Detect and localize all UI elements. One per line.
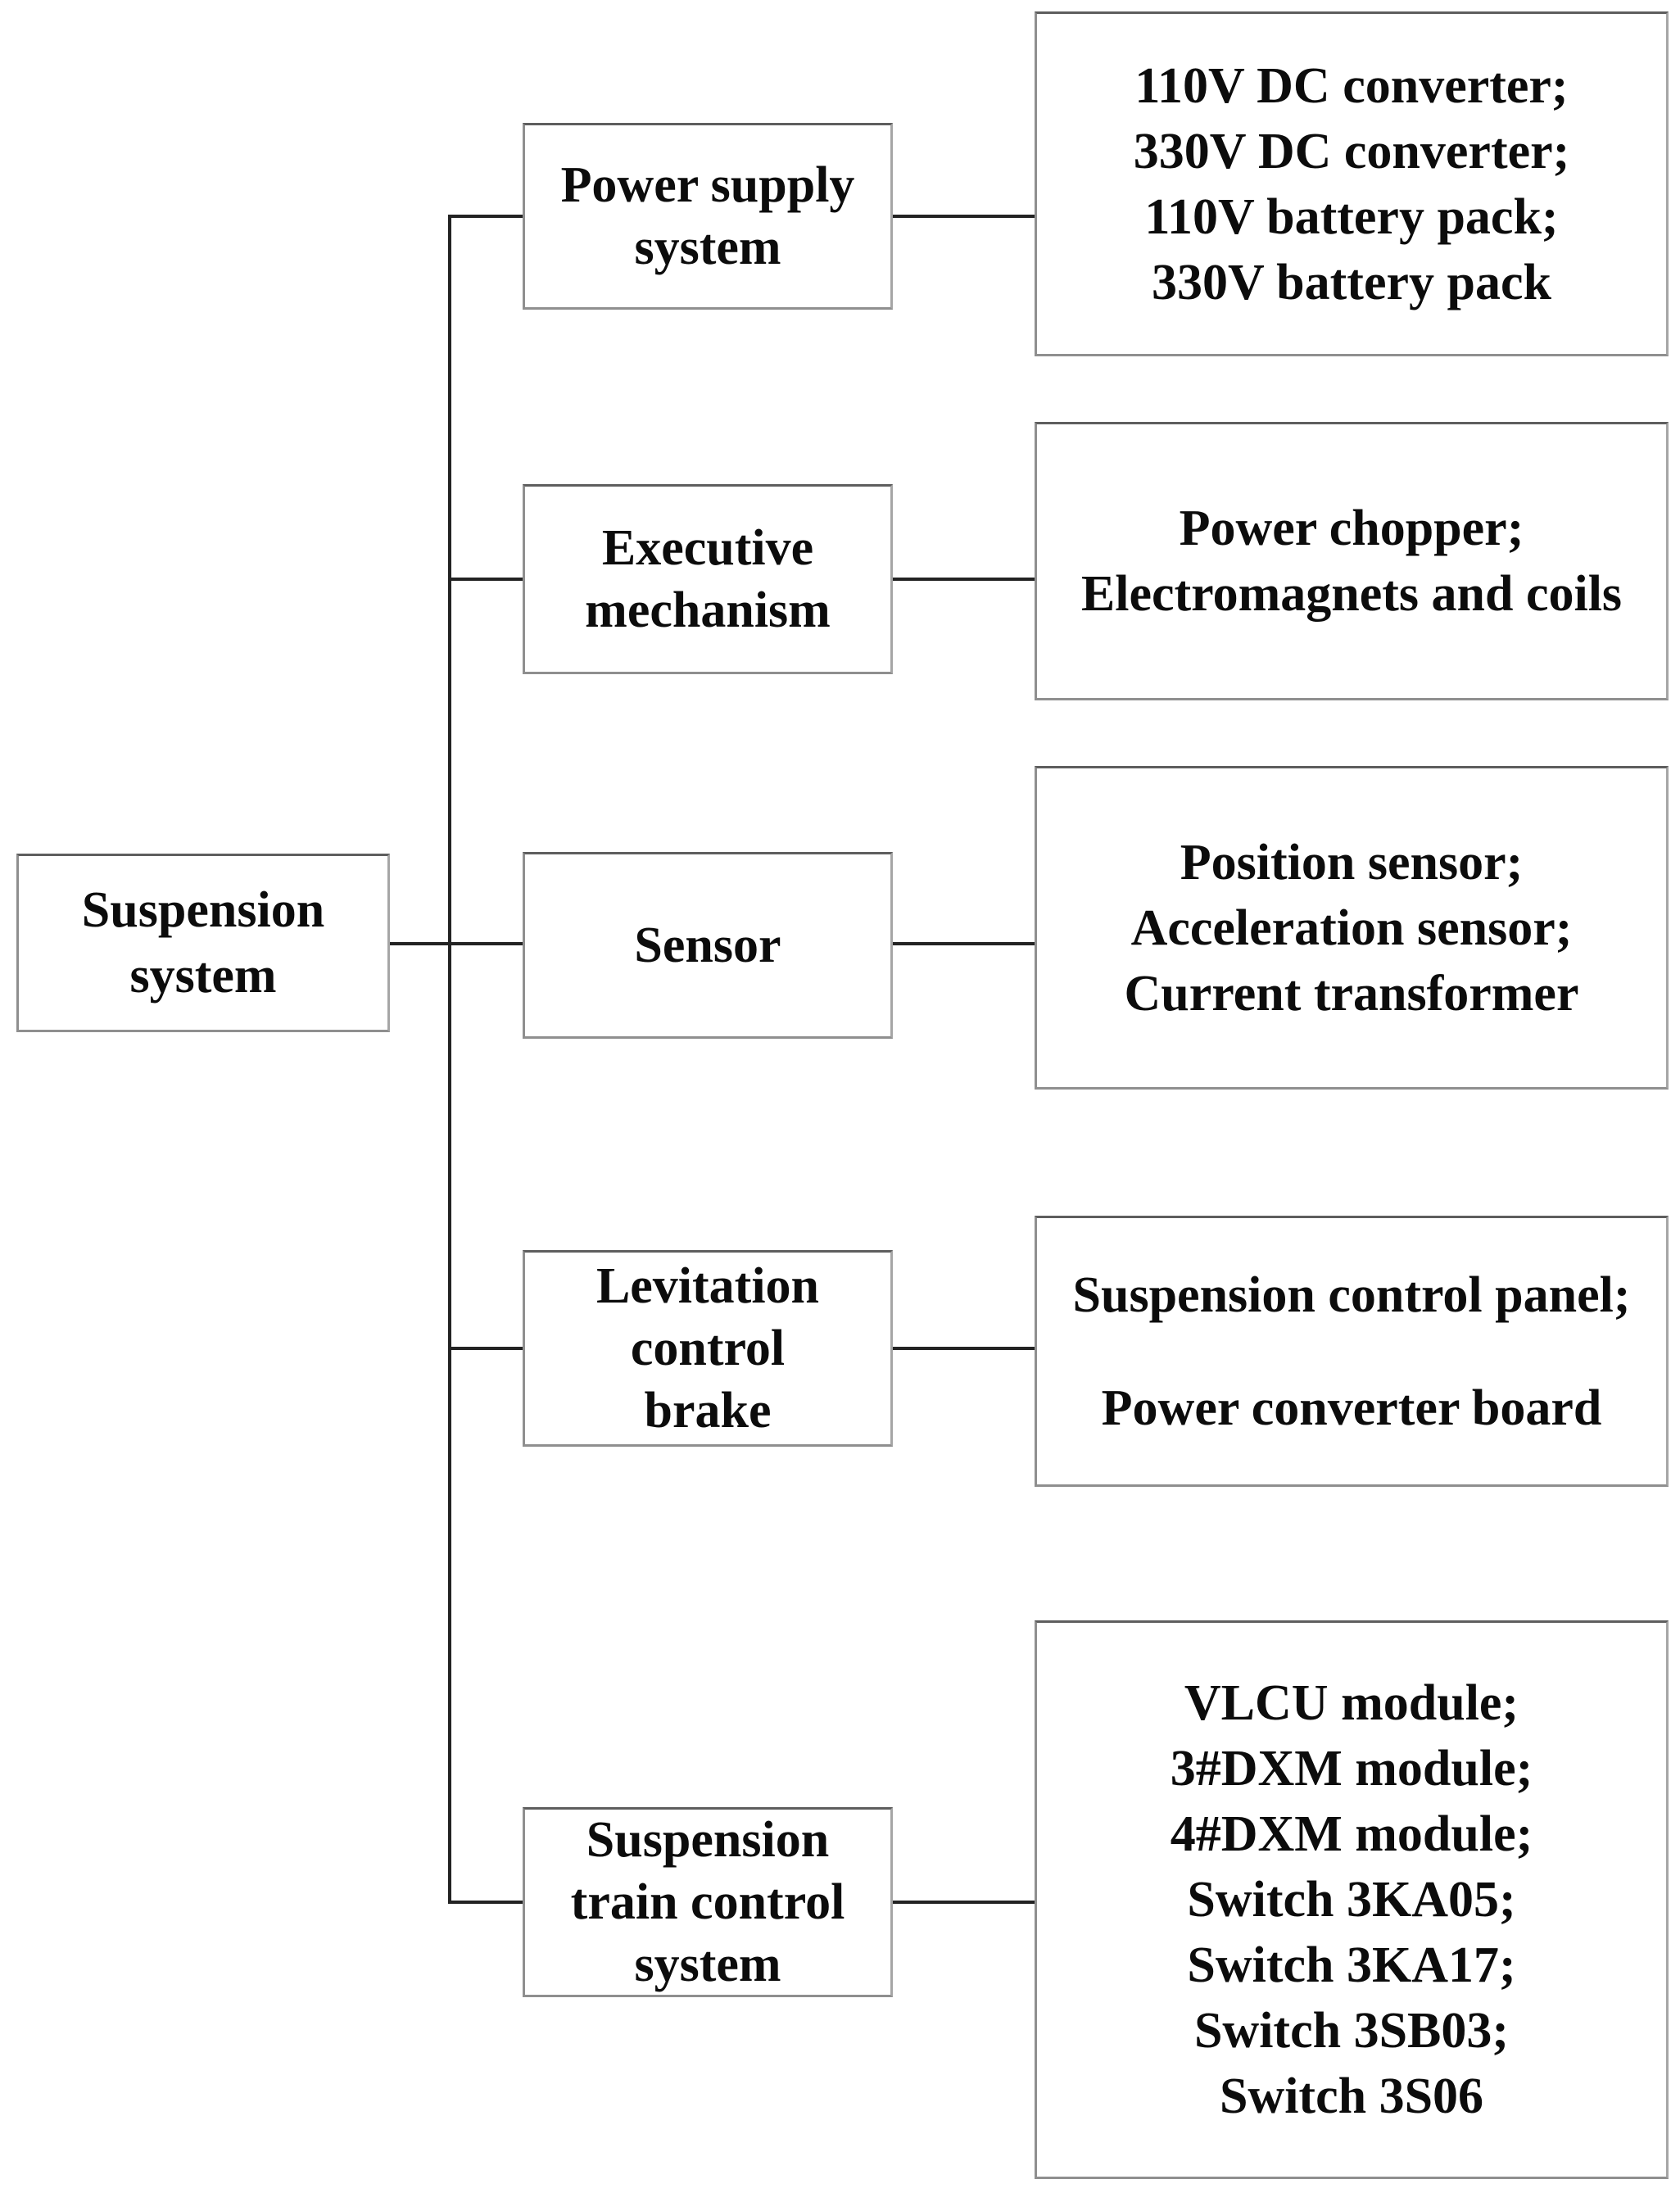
node-label-line: Levitation	[595, 1258, 820, 1314]
components-box-levitation-control-brake: Suspension control panel; Power converte…	[1035, 1216, 1669, 1487]
component-item: Switch 3KA17;	[1187, 1937, 1516, 1993]
component-item: Position sensor;	[1180, 834, 1524, 890]
node-label-line: Suspension	[586, 1812, 830, 1868]
branch-node-executive-mechanism: Executive mechanism	[523, 484, 893, 674]
root-node-suspension-system: Suspension system	[16, 854, 390, 1032]
component-item: Switch 3S06	[1219, 2068, 1484, 2124]
component-item: Switch 3KA05;	[1187, 1872, 1516, 1928]
node-label-line: brake	[644, 1383, 772, 1439]
component-item: 3#DXM module;	[1170, 1741, 1533, 1796]
component-item: 110V DC converter;	[1134, 57, 1569, 114]
node-label-line: system	[634, 1937, 781, 1992]
node-label-line: Suspension	[81, 882, 325, 938]
connector-executive-mechanism-to-components	[891, 578, 1036, 581]
component-item: Power chopper;	[1179, 501, 1524, 556]
connector-trunk-to-train-control	[450, 1901, 524, 1904]
components-box-executive-mechanism: Power chopper; Electromagnets and coils	[1035, 422, 1669, 700]
connector-trunk-to-executive-mechanism	[450, 578, 524, 581]
components-box-power-supply-system: 110V DC converter; 330V DC converter; 11…	[1035, 11, 1669, 356]
connector-trunk-to-levitation-control-brake	[450, 1347, 524, 1350]
node-label-line: train control	[570, 1874, 845, 1930]
branch-node-suspension-train-control-system: Suspension train control system	[523, 1807, 893, 1997]
node-label-line: mechanism	[585, 582, 831, 638]
branch-node-sensor: Sensor	[523, 852, 893, 1039]
component-item: VLCU module;	[1184, 1675, 1519, 1731]
component-item: Power converter board	[1101, 1380, 1602, 1436]
node-label-line: Sensor	[634, 918, 781, 973]
connector-train-control-to-components	[891, 1901, 1036, 1904]
branch-node-levitation-control-brake: Levitation control brake	[523, 1250, 893, 1447]
connector-trunk-to-power-supply	[450, 215, 524, 218]
node-label-line: Executive	[601, 520, 814, 576]
component-item: 4#DXM module;	[1170, 1806, 1533, 1862]
components-box-suspension-train-control-system: VLCU module; 3#DXM module; 4#DXM module;…	[1035, 1620, 1669, 2179]
node-label-line: system	[129, 948, 277, 1004]
components-box-sensor: Position sensor; Acceleration sensor; Cu…	[1035, 766, 1669, 1090]
node-label-line: Power supply	[560, 157, 855, 213]
component-item: Current transformer	[1124, 965, 1579, 1022]
component-item: Switch 3SB03;	[1193, 2003, 1510, 2059]
component-item: Acceleration sensor;	[1130, 899, 1573, 956]
connector-power-supply-to-components	[891, 215, 1036, 218]
connector-root-to-trunk	[390, 942, 524, 945]
component-item: 330V battery pack	[1152, 254, 1551, 310]
component-item: Suspension control panel;	[1072, 1266, 1631, 1323]
branch-node-power-supply-system: Power supply system	[523, 123, 893, 310]
connector-sensor-to-components	[891, 942, 1036, 945]
connector-levitation-brake-to-components	[891, 1347, 1036, 1350]
node-label-line: control	[630, 1321, 786, 1376]
component-item: Electromagnets and coils	[1080, 566, 1623, 622]
node-label-line: system	[634, 220, 781, 275]
component-item: 110V battery pack;	[1144, 188, 1559, 245]
component-item: 330V DC converter;	[1133, 123, 1570, 179]
connector-trunk-vertical	[448, 215, 451, 1904]
